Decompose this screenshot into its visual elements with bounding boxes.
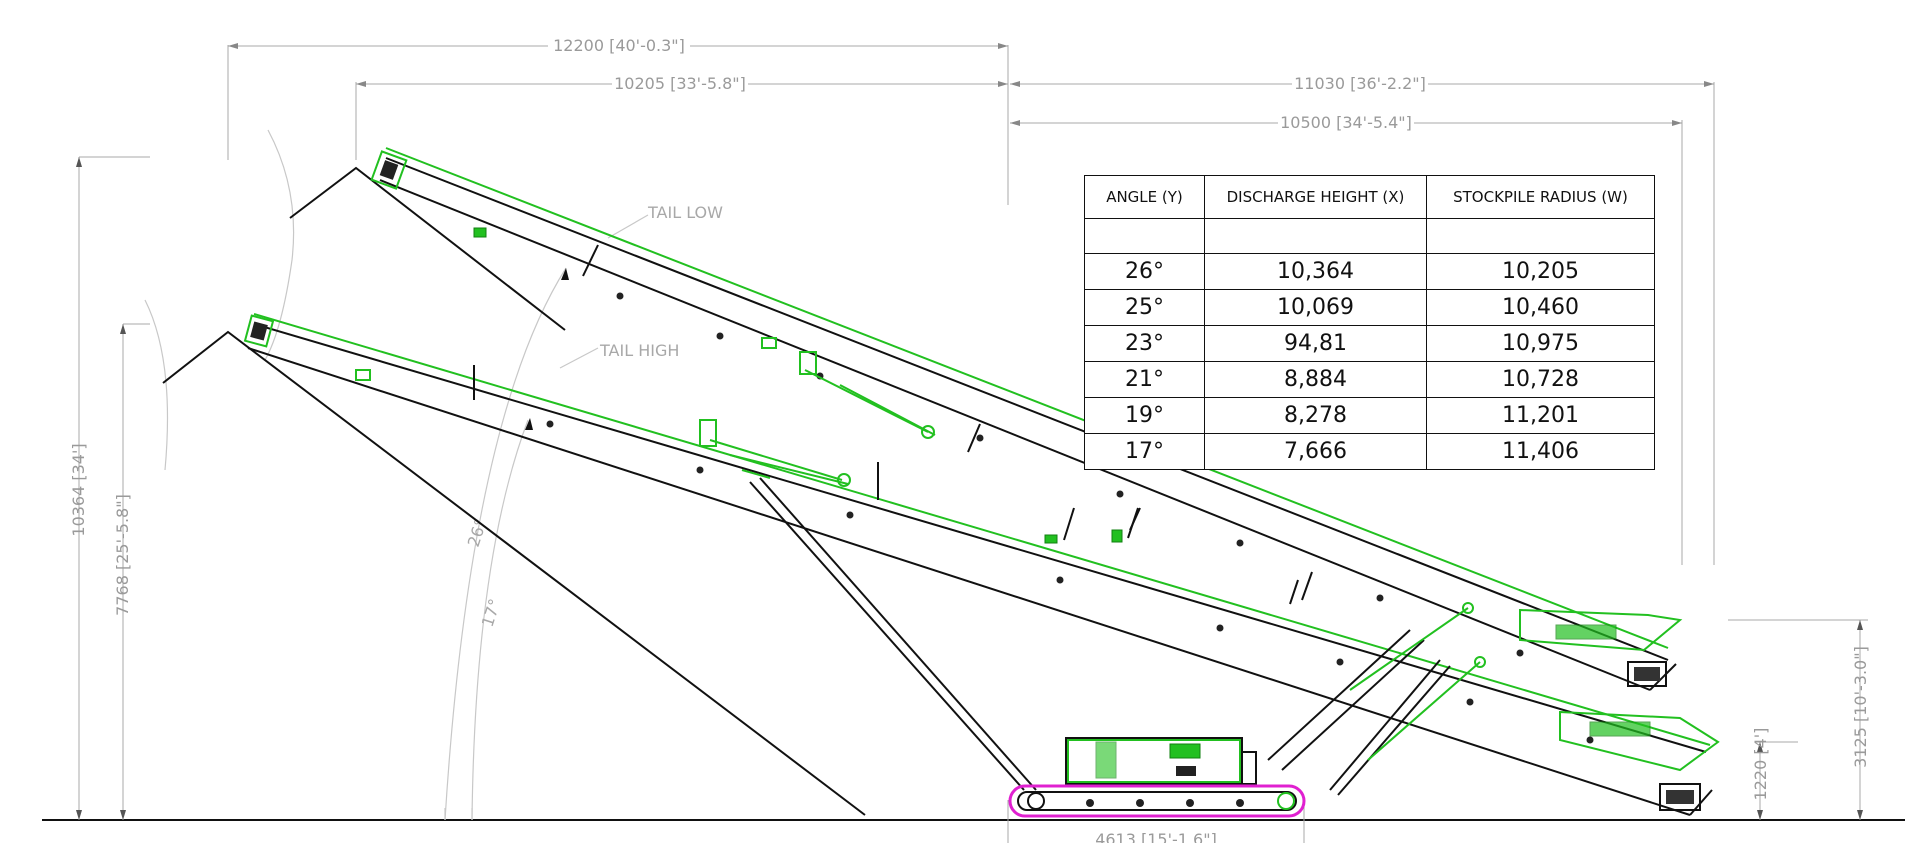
table-cell: 94,81 <box>1204 325 1427 362</box>
table-cell: 23° <box>1084 325 1205 362</box>
dim-text-right-upper: 11030 [36'-2.2"] <box>1294 74 1426 93</box>
dimension-right-inner: 1220 [4'] <box>1751 728 1798 820</box>
crawler-tracks <box>1008 784 1306 818</box>
stockpile-upper <box>289 166 566 331</box>
table-cell: 10,975 <box>1426 325 1655 362</box>
table-cell: 11,406 <box>1426 433 1655 470</box>
angle-label-17: 17° <box>478 596 505 629</box>
dimension-right-upper: 11030 [36'-2.2"] <box>1010 74 1715 565</box>
dimension-right-outer: 3125 [10'-3.0"] <box>1728 619 1870 820</box>
dimension-left-outer: 10364 [34'] <box>69 156 150 820</box>
dim-text-left-inner: 7768 [25'-5.8"] <box>113 494 132 616</box>
table-cell: 11,201 <box>1426 397 1655 434</box>
table-row: 23° 94,81 10,975 <box>1084 325 1655 362</box>
table-row: 19° 8,278 11,201 <box>1084 397 1655 434</box>
angle-arc-26 <box>444 267 567 821</box>
table-cell: 10,069 <box>1204 289 1427 326</box>
dim-text-top-second: 10205 [33'-5.8"] <box>614 74 746 93</box>
table-cell: 17° <box>1084 433 1205 470</box>
table-cell: 10,460 <box>1426 289 1655 326</box>
dimension-top-second: 10205 [33'-5.8"] <box>355 74 1008 160</box>
dimension-left-inner: 7768 [25'-5.8"] <box>113 323 150 820</box>
dim-text-right-lower: 10500 [34'-5.4"] <box>1280 113 1412 132</box>
dim-text-left-outer: 10364 [34'] <box>69 443 88 536</box>
dimension-top-overall: 12200 [40'-0.3"] <box>227 36 1009 205</box>
spec-table: ANGLE (Y) DISCHARGE HEIGHT (X) STOCKPILE… <box>1084 175 1655 470</box>
table-header-row: ANGLE (Y) DISCHARGE HEIGHT (X) STOCKPILE… <box>1084 175 1655 219</box>
support-struts <box>741 469 1486 796</box>
swing-arc-inner <box>144 299 169 471</box>
dim-text-right-inner: 1220 [4'] <box>1751 728 1770 801</box>
table-blank-row <box>1084 218 1655 254</box>
conveyor-upper <box>370 147 1683 691</box>
table-row: 26° 10,364 10,205 <box>1084 253 1655 290</box>
dim-text-right-outer: 3125 [10'-3.0"] <box>1851 646 1870 768</box>
dim-text-bottom: 4613 [15'-1.6"] <box>1095 830 1217 843</box>
table-cell: 25° <box>1084 289 1205 326</box>
tail-low-label: TAIL LOW <box>647 203 723 222</box>
table-cell: 10,728 <box>1426 361 1655 398</box>
table-cell: 8,278 <box>1204 397 1427 434</box>
table-cell: 10,205 <box>1426 253 1655 290</box>
table-row: 25° 10,069 10,460 <box>1084 289 1655 326</box>
table-cell: 7,666 <box>1204 433 1427 470</box>
stockpile-lower <box>162 330 866 816</box>
table-cell: 21° <box>1084 361 1205 398</box>
tail-high-label: TAIL HIGH <box>599 341 679 360</box>
table-cell: 19° <box>1084 397 1205 434</box>
swing-arc-outer <box>264 129 295 361</box>
table-cell: 26° <box>1084 253 1205 290</box>
table-header-discharge-height: DISCHARGE HEIGHT (X) <box>1204 175 1427 219</box>
dim-text-top-overall: 12200 [40'-0.3"] <box>553 36 685 55</box>
angle-arc-17 <box>471 419 529 821</box>
dimension-right-lower: 10500 [34'-5.4"] <box>1010 113 1683 565</box>
table-row: 17° 7,666 11,406 <box>1084 433 1655 470</box>
table-header-stockpile-radius: STOCKPILE RADIUS (W) <box>1426 175 1655 219</box>
table-cell: 10,364 <box>1204 253 1427 290</box>
table-header-angle: ANGLE (Y) <box>1084 175 1205 219</box>
table-cell: 8,884 <box>1204 361 1427 398</box>
dimension-bottom: 4613 [15'-1.6"] <box>1007 800 1305 843</box>
table-row: 21° 8,884 10,728 <box>1084 361 1655 398</box>
power-pack <box>1065 737 1257 785</box>
